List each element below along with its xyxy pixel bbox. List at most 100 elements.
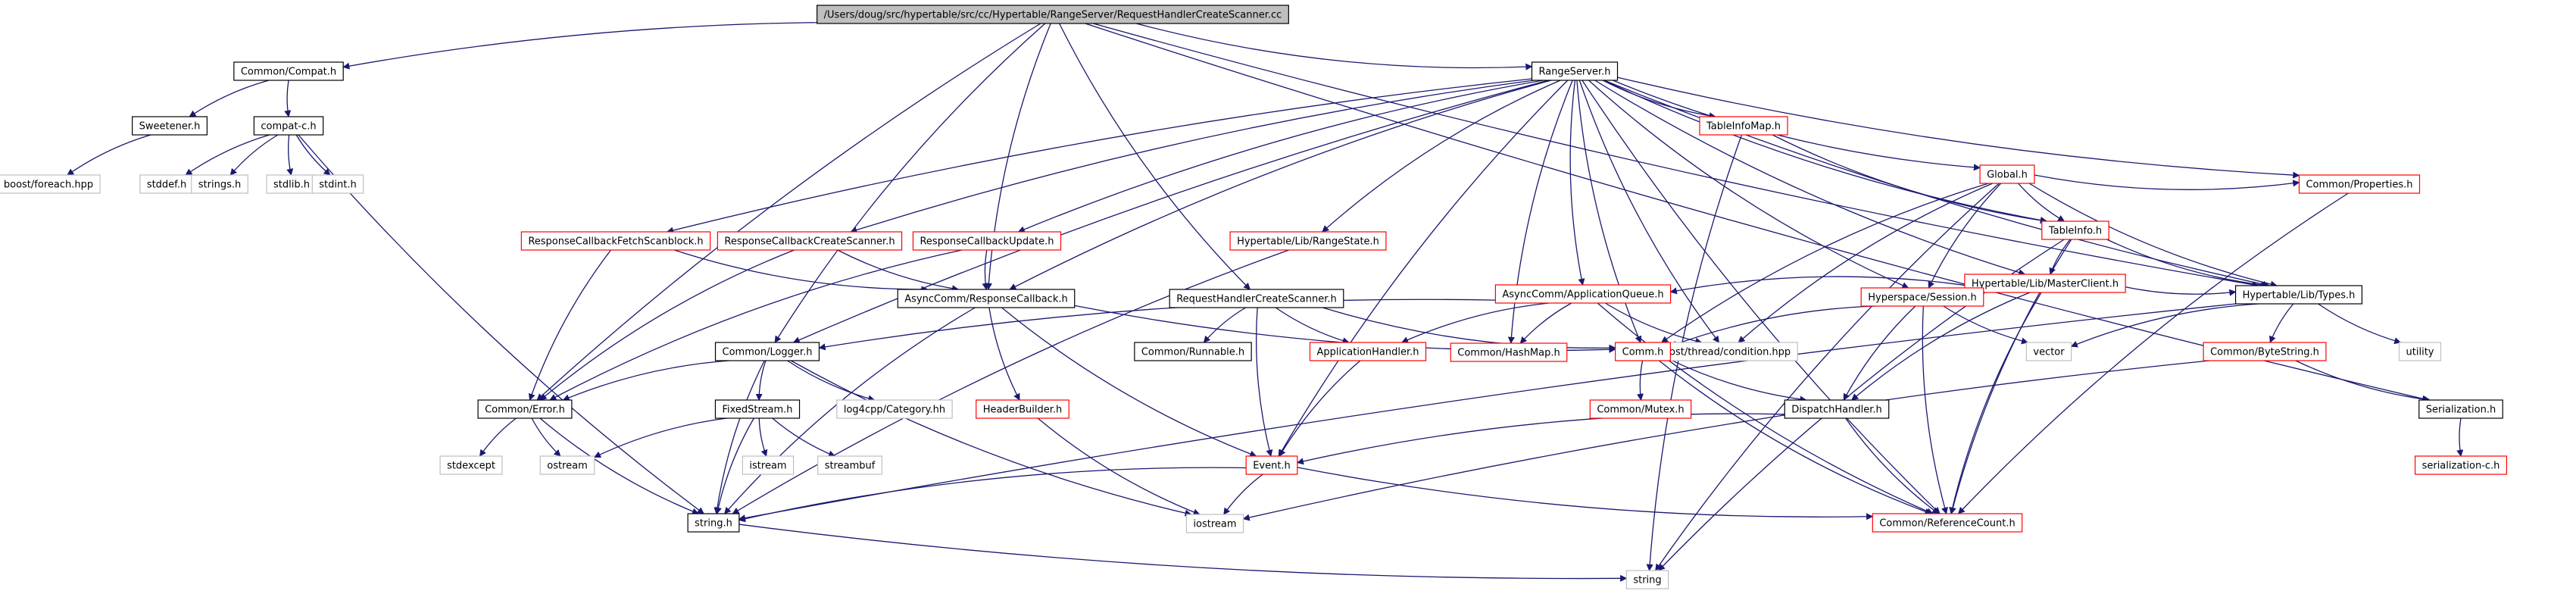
node-box: [539, 455, 595, 475]
node-tableinfo[interactable]: TableInfo.h: [2041, 220, 2109, 240]
edge-logger-to-stringh: [713, 360, 765, 514]
node-utility[interactable]: utility: [2398, 342, 2442, 361]
edge-apphandler-to-event: [1279, 360, 1361, 457]
node-properties[interactable]: Common/Properties.h: [2298, 174, 2421, 194]
node-box: [2298, 174, 2421, 194]
node-box: [897, 289, 1076, 308]
node-dispatch[interactable]: DispatchHandler.h: [1784, 399, 1890, 419]
node-condition[interactable]: boost/thread/condition.hpp: [1650, 342, 1798, 361]
edge-appqueue-to-apphandler: [1401, 302, 1550, 343]
node-label: Hypertable/Lib/RangeState.h: [1237, 236, 1379, 248]
node-serialization[interactable]: Serialization.h: [2418, 399, 2503, 419]
edge-rangeserver-to-rcfetch: [666, 78, 1532, 234]
node-box: [976, 399, 1069, 419]
node-ostream[interactable]: ostream: [539, 455, 595, 475]
edge-rhcs-to-apphandler: [1275, 307, 1350, 345]
edge-rangeserver-to-appqueue: [1569, 80, 1585, 286]
node-box: [1229, 231, 1387, 251]
node-box: [1494, 284, 1672, 304]
node-apphandler[interactable]: ApplicationHandler.h: [1309, 342, 1427, 361]
node-box: [717, 231, 903, 251]
edge-appqueue-to-logger: [818, 299, 1496, 351]
node-logger[interactable]: Common/Logger.h: [714, 342, 820, 361]
edge-rangeserver-to-rccreate: [850, 80, 1534, 233]
node-label: Hypertable/Lib/MasterClient.h: [1972, 279, 2119, 290]
edge-rangeserver-to-types: [1603, 80, 2270, 288]
node-label: Common/HashMap.h: [1457, 348, 1560, 359]
node-rhcs[interactable]: RequestHandlerCreateScanner.h: [1169, 289, 1344, 308]
node-rangeserver[interactable]: RangeServer.h: [1531, 61, 1619, 81]
node-comm[interactable]: Comm.h: [1615, 342, 1671, 361]
edge-properties-to-refcount: [1957, 192, 2349, 514]
node-serializationc[interactable]: serialization-c.h: [2414, 455, 2508, 475]
node-box: [253, 116, 324, 136]
edge-root-to-rangeserver: [1136, 23, 1533, 70]
node-stdlib[interactable]: stdlib.h: [266, 174, 317, 194]
node-label: log4cpp/Category.hh: [844, 405, 945, 416]
node-rcfetch[interactable]: ResponseCallbackFetchScanblock.h: [520, 231, 711, 251]
node-label: AsyncComm/ApplicationQueue.h: [1502, 289, 1663, 301]
edge-rangeserver-to-event: [1278, 80, 1569, 457]
node-label: streambuf: [825, 461, 876, 472]
node-stdint[interactable]: stdint.h: [311, 174, 364, 194]
edge-global-to-comm: [1660, 183, 1989, 343]
node-headerbuilder[interactable]: HeaderBuilder.h: [976, 399, 1069, 419]
node-string[interactable]: string: [1625, 570, 1669, 589]
node-istream[interactable]: istream: [742, 455, 795, 475]
node-stddef[interactable]: stddef.h: [139, 174, 194, 194]
node-compat_h[interactable]: Common/Compat.h: [233, 61, 344, 81]
node-hashmap[interactable]: Common/HashMap.h: [1450, 342, 1568, 362]
edge-fixedstream-to-stringh: [714, 417, 754, 514]
edge-masterclient-to-types: [2125, 286, 2237, 296]
node-event[interactable]: Event.h: [1245, 455, 1298, 475]
node-rccreate[interactable]: ResponseCallbackCreateScanner.h: [717, 231, 903, 251]
node-refcount[interactable]: Common/ReferenceCount.h: [1872, 513, 2023, 533]
node-rcupdate[interactable]: ResponseCallbackUpdate.h: [912, 231, 1062, 251]
node-box: [1309, 342, 1427, 361]
edge-rangestate-to-stringh: [732, 249, 1289, 514]
node-box: [439, 455, 503, 475]
node-log4cpp[interactable]: log4cpp/Category.hh: [836, 399, 953, 419]
node-session[interactable]: Hyperspace/Session.h: [1860, 287, 1984, 307]
node-vector[interactable]: vector: [2025, 342, 2072, 361]
node-label: stddef.h: [147, 180, 186, 191]
node-box: [1450, 342, 1568, 362]
node-box: [2234, 285, 2363, 305]
node-label: Global.h: [1987, 170, 2028, 181]
node-label: TableInfoMap.h: [1706, 121, 1781, 133]
node-appqueue[interactable]: AsyncComm/ApplicationQueue.h: [1494, 284, 1672, 304]
node-sweetener[interactable]: Sweetener.h: [132, 116, 208, 136]
node-root[interactable]: /Users/doug/src/hypertable/src/cc/Hypert…: [817, 5, 1289, 24]
node-bytestring[interactable]: Common/ByteString.h: [2203, 342, 2327, 361]
edge-rangeserver-to-condition: [1578, 80, 1720, 343]
node-runnable[interactable]: Common/Runnable.h: [1134, 342, 1252, 361]
edge-masterclient-to-dispatch: [1851, 292, 2031, 401]
edge-types-to-vector: [2070, 303, 2259, 348]
node-responsecb[interactable]: AsyncComm/ResponseCallback.h: [897, 289, 1076, 308]
edge-compatc-to-stdint: [295, 134, 331, 176]
node-label: DispatchHandler.h: [1791, 405, 1881, 416]
node-rangestate[interactable]: Hypertable/Lib/RangeState.h: [1229, 231, 1387, 251]
edge-root-to-rhcs: [1059, 23, 1251, 290]
node-mutex[interactable]: Common/Mutex.h: [1589, 399, 1692, 419]
node-error[interactable]: Common/Error.h: [477, 399, 573, 419]
node-stdexcept[interactable]: stdexcept: [439, 455, 503, 475]
node-types[interactable]: Hypertable/Lib/Types.h: [2234, 285, 2363, 305]
node-compatc[interactable]: compat-c.h: [253, 116, 324, 136]
node-strings[interactable]: strings.h: [191, 174, 248, 194]
node-iostream[interactable]: iostream: [1185, 514, 1244, 533]
node-box: [912, 231, 1062, 251]
edge-tableinfo-to-types: [2106, 239, 2268, 289]
node-box: [233, 61, 344, 81]
edge-logger-to-iostream: [790, 360, 1192, 517]
node-tableinfomap[interactable]: TableInfoMap.h: [1699, 116, 1788, 136]
node-global[interactable]: Global.h: [1979, 164, 2035, 184]
node-fixedstream[interactable]: FixedStream.h: [714, 399, 801, 419]
node-box: [191, 174, 248, 194]
edge-comm-to-refcount: [1658, 360, 1932, 515]
node-foreach[interactable]: boost/foreach.hpp: [0, 174, 101, 194]
node-streambuf[interactable]: streambuf: [817, 455, 882, 475]
edge-event-to-stringh: [738, 467, 1247, 523]
node-stringh[interactable]: string.h: [687, 513, 740, 533]
node-masterclient[interactable]: Hypertable/Lib/MasterClient.h: [1964, 274, 2126, 293]
